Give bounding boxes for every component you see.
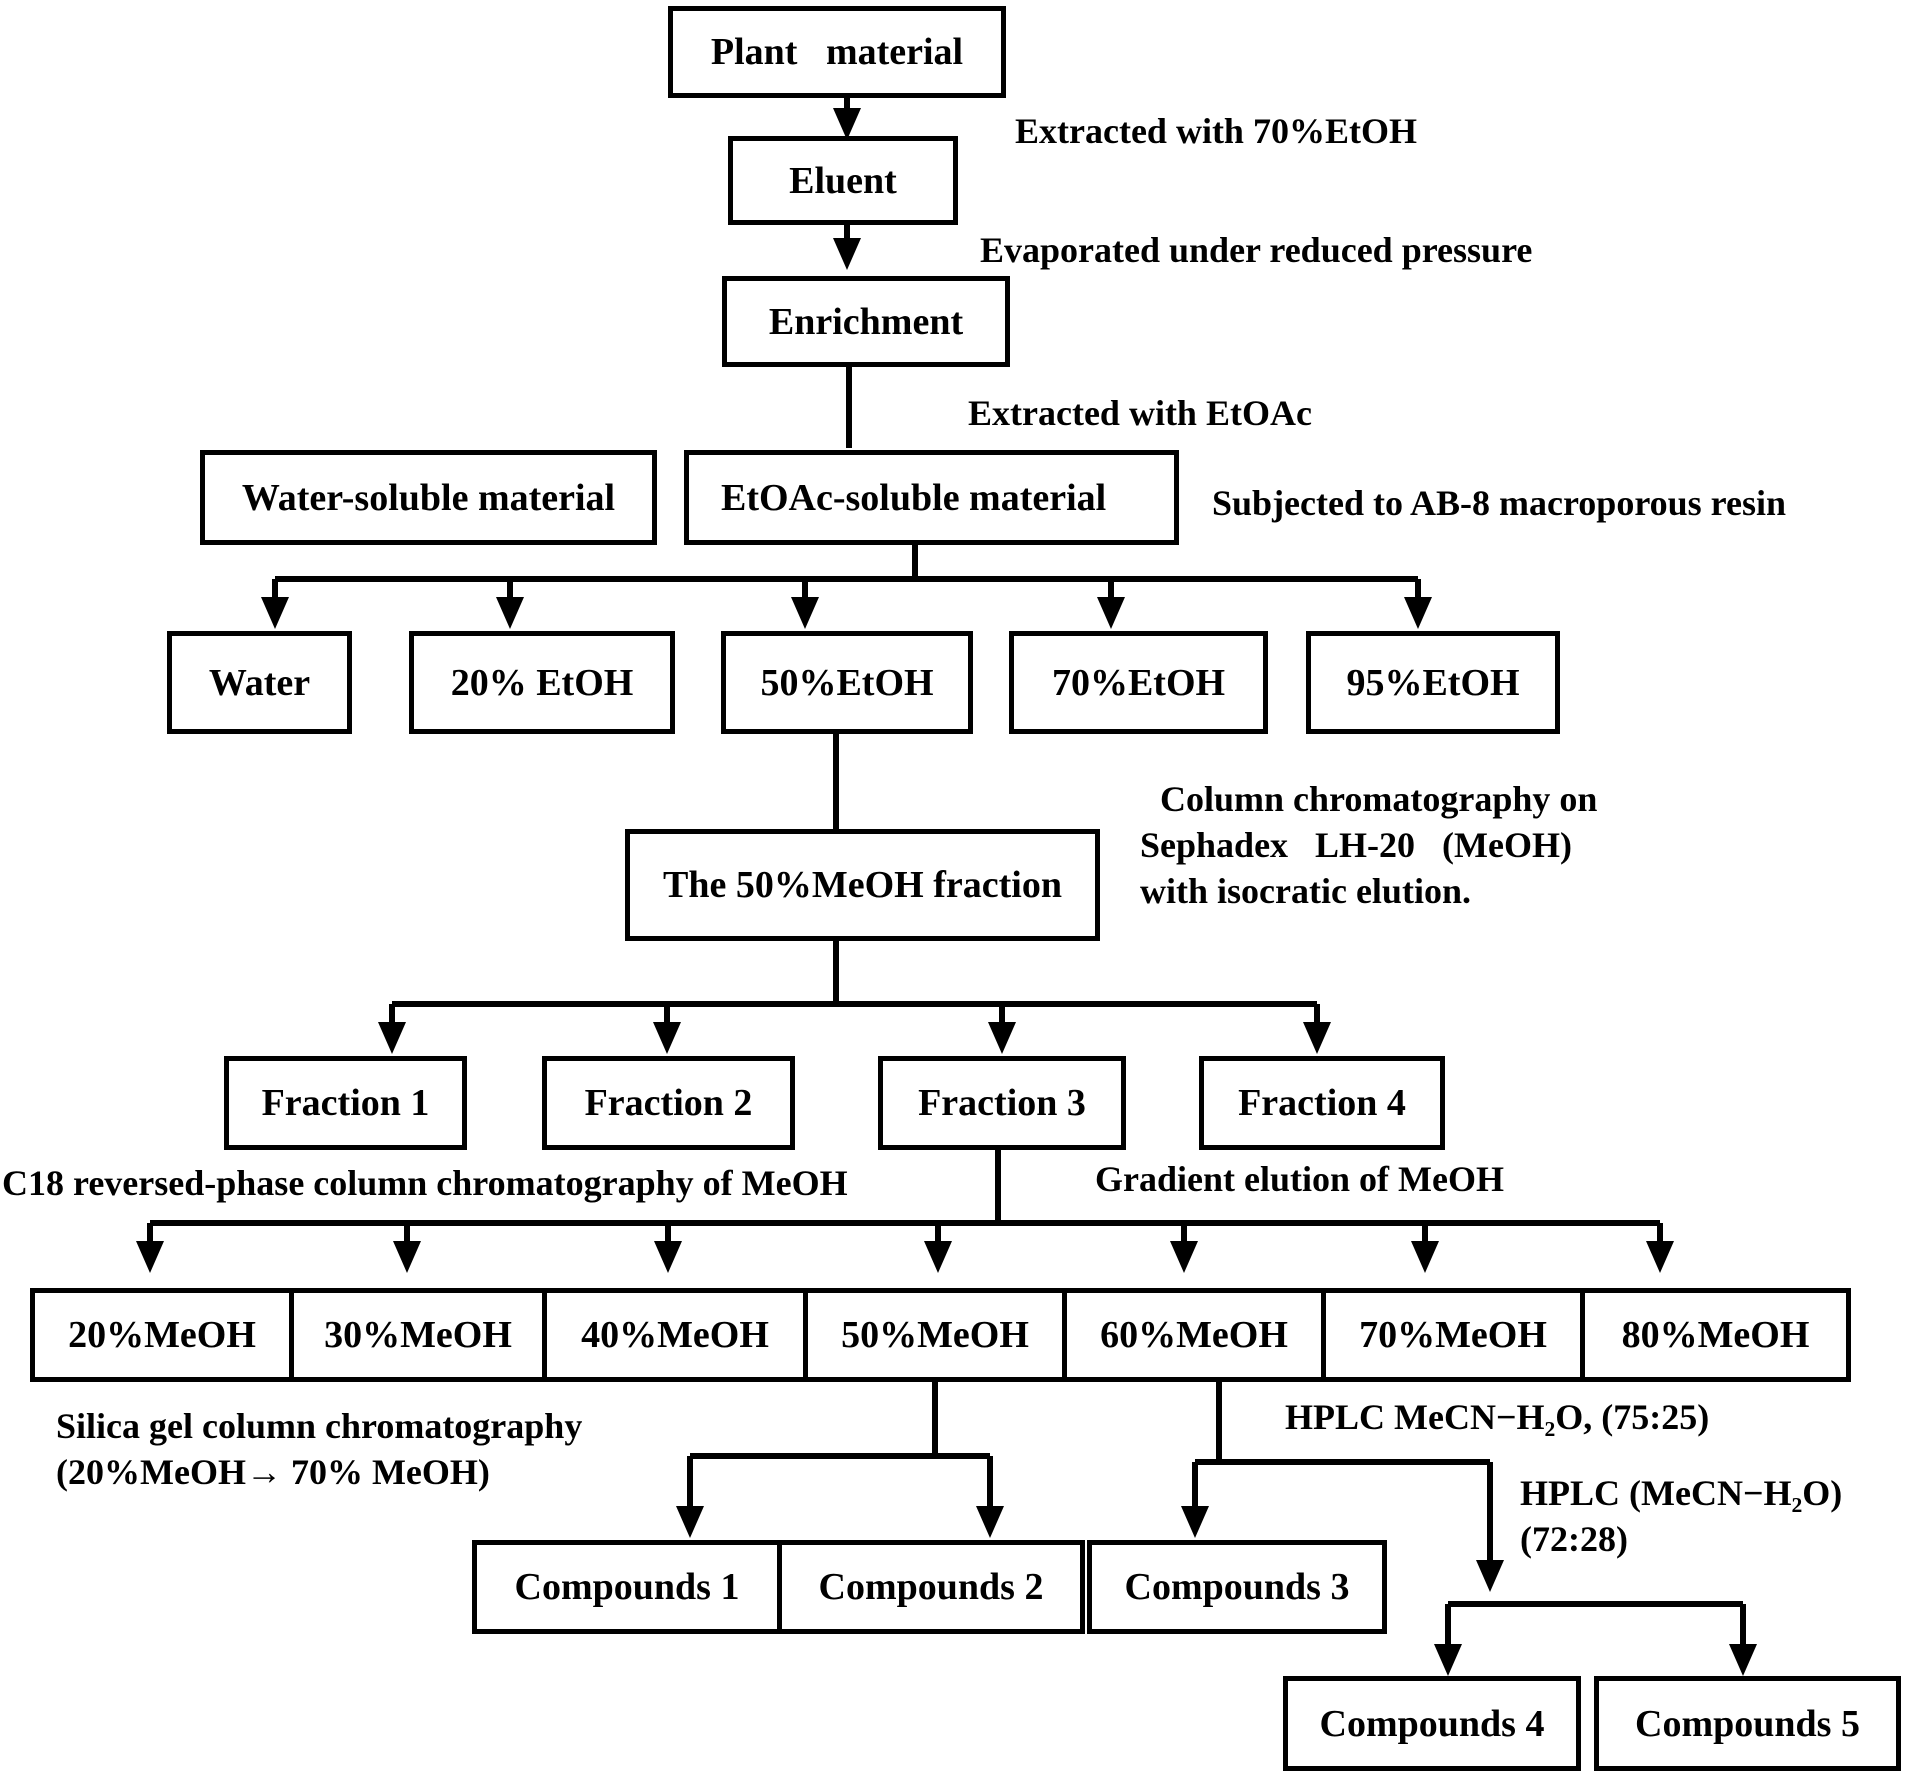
- compounds4-box: Compounds 4: [1283, 1676, 1581, 1771]
- etoh20-box: 20% EtOH: [409, 631, 675, 734]
- plant-material-box: Plant material: [668, 6, 1006, 98]
- extract-etoac-label: Extracted with EtOAc: [968, 393, 1312, 433]
- sephadex-line-1: Column chromatography on: [1160, 779, 1598, 819]
- meoh60-box: 60%MeOH: [1062, 1288, 1326, 1382]
- sephadex-line-3: with isocratic elution.: [1140, 871, 1471, 911]
- silica-label: Silica gel column chromatography (20%MeO…: [56, 1403, 582, 1495]
- etoh50-box: 50%EtOH: [721, 631, 973, 734]
- fraction3-box: Fraction 3: [878, 1056, 1126, 1150]
- enrichment-box: Enrichment: [722, 276, 1010, 367]
- evaporate-label: Evaporated under reduced pressure: [980, 230, 1533, 270]
- compounds5-box: Compounds 5: [1594, 1676, 1901, 1771]
- meoh40-box: 40%MeOH: [542, 1288, 808, 1382]
- sephadex-line-2: Sephadex LH-20 (MeOH): [1140, 825, 1572, 865]
- etoh95-box: 95%EtOH: [1306, 631, 1560, 734]
- compounds1-box: Compounds 1: [472, 1540, 782, 1634]
- meoh20-box: 20%MeOH: [30, 1288, 294, 1382]
- extract-etoh-label: Extracted with 70%EtOH: [1015, 111, 1417, 151]
- etoh70-box: 70%EtOH: [1009, 631, 1268, 734]
- hplc1-label: HPLC MeCN−H₂O, (75:25): [1285, 1397, 1710, 1437]
- gradient-label: Gradient elution of MeOH: [1095, 1159, 1504, 1199]
- c18-label: C18 reversed-phase column chromatography…: [2, 1163, 848, 1203]
- silica-line-2: (20%MeOH→ 70% MeOH): [56, 1452, 490, 1492]
- hplc2-line-2: (72:28): [1520, 1519, 1628, 1559]
- water-soluble-box: Water-soluble material: [200, 450, 657, 545]
- compounds3-box: Compounds 3: [1087, 1540, 1387, 1634]
- compounds2-box: Compounds 2: [777, 1540, 1085, 1634]
- water-box: Water: [167, 631, 352, 734]
- sephadex-label: Column chromatography on Sephadex LH-20 …: [1140, 776, 1597, 914]
- eluent-box: Eluent: [728, 136, 958, 225]
- ab8-resin-label: Subjected to AB-8 macroporous resin: [1212, 483, 1787, 523]
- meoh50-fraction-box: The 50%MeOH fraction: [625, 829, 1100, 941]
- meoh80-box: 80%MeOH: [1580, 1288, 1851, 1382]
- meoh30-box: 30%MeOH: [289, 1288, 547, 1382]
- fraction4-box: Fraction 4: [1199, 1056, 1445, 1150]
- fraction2-box: Fraction 2: [542, 1056, 795, 1150]
- fraction1-box: Fraction 1: [224, 1056, 467, 1150]
- hplc2-line-1: HPLC (MeCN−H₂O): [1520, 1473, 1843, 1513]
- silica-line-1: Silica gel column chromatography: [56, 1406, 583, 1446]
- hplc2-label: HPLC (MeCN−H₂O) (72:28): [1520, 1470, 1842, 1562]
- meoh70-box: 70%MeOH: [1321, 1288, 1585, 1382]
- meoh50-box: 50%MeOH: [803, 1288, 1067, 1382]
- etoac-soluble-box: EtOAc-soluble material: [684, 450, 1179, 545]
